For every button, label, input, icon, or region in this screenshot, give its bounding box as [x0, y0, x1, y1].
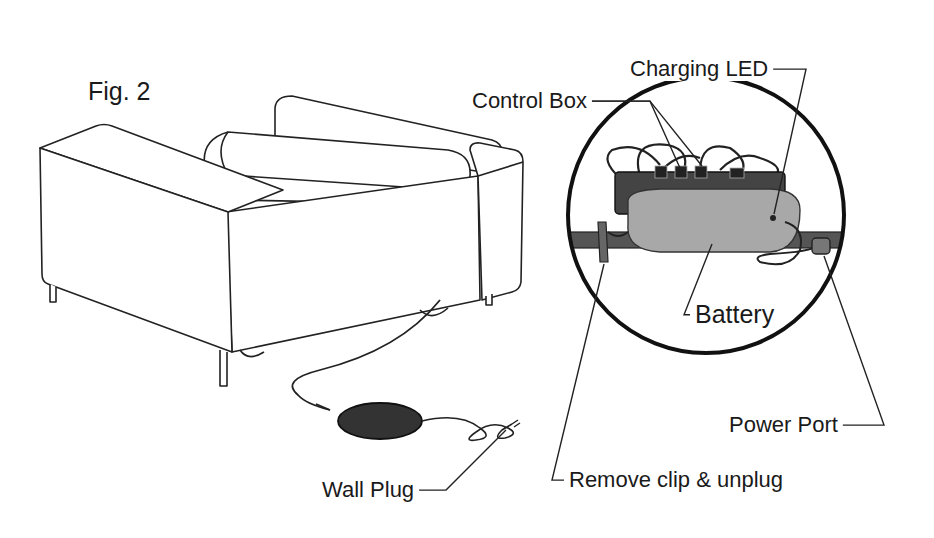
charging-led — [770, 215, 776, 221]
figure-number: Fig. 2 — [86, 78, 153, 106]
clip — [598, 222, 608, 262]
leader-line — [824, 256, 884, 425]
power-cord — [292, 300, 520, 440]
part-label: Control Box — [470, 89, 589, 113]
leader-lines — [419, 69, 884, 490]
leader-line — [773, 69, 806, 214]
leader-line — [552, 264, 604, 480]
leader-line — [592, 101, 680, 168]
leader-line — [592, 101, 702, 166]
leader-line — [419, 430, 506, 490]
part-label: Battery — [693, 301, 776, 329]
part-label: Charging LED — [628, 57, 770, 81]
detail-callout — [560, 77, 860, 353]
sofa — [40, 96, 523, 386]
part-label: Power Port — [727, 413, 840, 437]
battery — [628, 189, 800, 252]
part-label: Remove clip & unplug — [567, 468, 785, 492]
part-label: Wall Plug — [320, 478, 416, 502]
power-port — [812, 238, 830, 254]
